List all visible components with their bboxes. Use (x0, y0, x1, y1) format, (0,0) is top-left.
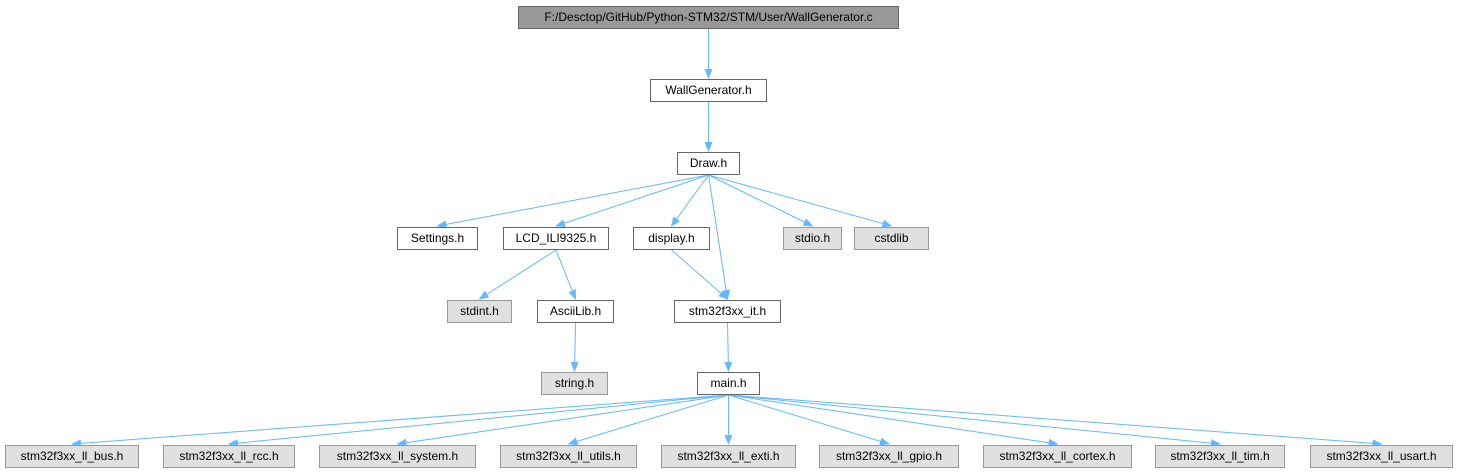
node-lcd-ili9325-h[interactable]: LCD_ILI9325.h (503, 227, 609, 250)
node-ll-tim-h: stm32f3xx_ll_tim.h (1155, 445, 1285, 468)
edge-main_h-to-ll_usart (728, 394, 1383, 448)
node-ll-system-h: stm32f3xx_ll_system.h (319, 445, 476, 468)
edge-layer (71, 29, 1383, 448)
node-settings-h[interactable]: Settings.h (397, 227, 478, 250)
edge-draw_h-to-stdio_h (708, 174, 814, 227)
node-ll-utils-h: stm32f3xx_ll_utils.h (500, 445, 637, 468)
edge-main_h-to-ll_system (396, 394, 729, 447)
node-display-h[interactable]: display.h (633, 227, 710, 250)
edge-it_h-to-main_h (724, 322, 733, 372)
edge-main_h-to-ll_utils (567, 394, 729, 446)
node-cstdlib: cstdlib (854, 227, 929, 250)
edge-draw_h-to-display_h (670, 174, 709, 227)
edge-main_h-to-ll_cortex (728, 394, 1059, 447)
node-ll-exti-h: stm32f3xx_ll_exti.h (661, 445, 796, 468)
node-stdio-h: stdio.h (783, 227, 842, 250)
edge-asciilib_h-to-string_h (570, 322, 579, 372)
node-draw-h[interactable]: Draw.h (677, 152, 740, 175)
edge-display_h-to-it_h (671, 249, 729, 300)
edge-main_h-to-ll_bus (71, 394, 729, 448)
edge-main_h-to-ll_tim (728, 394, 1221, 448)
edge-main_h-to-ll_gpio (728, 394, 890, 446)
node-main-h[interactable]: main.h (697, 372, 760, 395)
edge-main_h-to-ll_rcc (228, 394, 729, 448)
node-wallgenerator-h[interactable]: WallGenerator.h (650, 79, 767, 102)
edge-lcd_h-to-asciilib_h (555, 249, 576, 300)
node-string-h: string.h (541, 372, 608, 395)
edge-draw_h-to-cstdlib (708, 174, 893, 228)
node-ll-rcc-h: stm32f3xx_ll_rcc.h (163, 445, 295, 468)
edge-draw_h-to-settings_h (436, 174, 709, 229)
node-ll-bus-h: stm32f3xx_ll_bus.h (5, 445, 139, 468)
node-ll-cortex-h: stm32f3xx_ll_cortex.h (983, 445, 1132, 468)
edge-draw_h-to-lcd_h (555, 174, 709, 227)
node-stdint-h: stdint.h (447, 300, 512, 323)
node-ll-gpio-h: stm32f3xx_ll_gpio.h (819, 445, 959, 468)
node-stm32f3xx-it-h[interactable]: stm32f3xx_it.h (674, 300, 781, 323)
node-asciilib-h[interactable]: AsciiLib.h (537, 300, 614, 323)
edge-lcd_h-to-stdint_h (478, 249, 557, 300)
edge-draw_h-to-it_h (708, 174, 731, 300)
root-file-node: F:/Desctop/GitHub/Python-STM32/STM/User/… (518, 6, 899, 29)
node-ll-usart-h: stm32f3xx_ll_usart.h (1310, 445, 1453, 468)
